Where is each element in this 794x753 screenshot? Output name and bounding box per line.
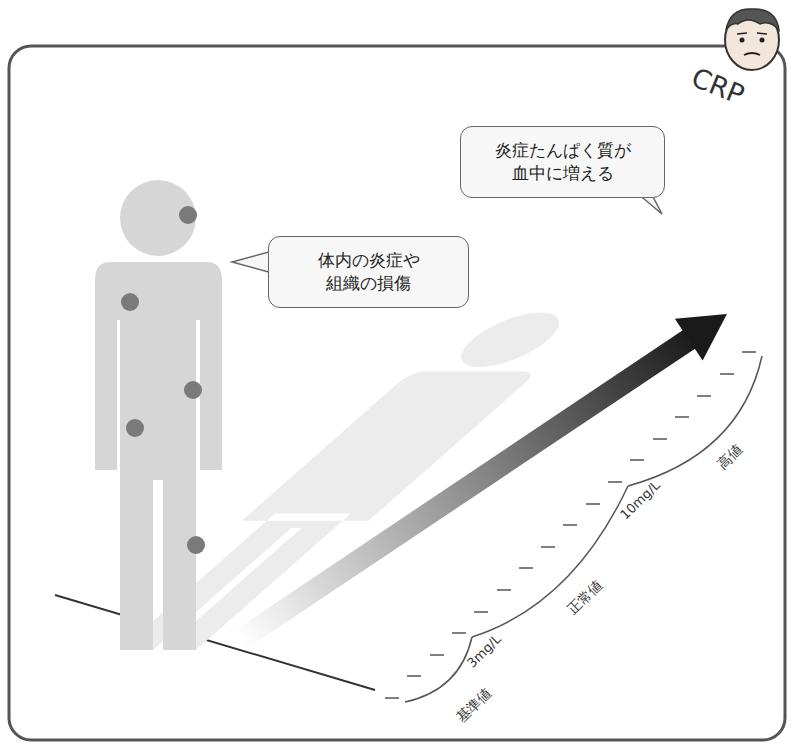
- axis-title: CRP: [687, 62, 749, 111]
- bubble-text-group: 炎症たんぱく質が 血中に増える: [486, 139, 639, 185]
- crp-arrow: [226, 293, 741, 661]
- human-figure: [95, 180, 222, 650]
- inflammation-dots: [121, 206, 205, 554]
- scale-brackets: [405, 356, 762, 702]
- bubble-text-group: 体内の炎症や 組織の損傷: [292, 249, 445, 295]
- speech-bubble: 炎症たんぱく質が 血中に増える: [460, 126, 665, 198]
- scale-ticks: [385, 352, 756, 698]
- threshold-value: 3mg/L: [464, 631, 504, 670]
- range-label: 正常値: [564, 577, 607, 619]
- threshold-value: 10mg/L: [617, 478, 663, 523]
- range-label: 基準値: [453, 685, 496, 727]
- bubble-text: 体内の炎症や 組織の損傷: [292, 249, 445, 295]
- speech-bubble: 体内の炎症や 組織の損傷: [268, 236, 469, 308]
- face-icon: [725, 9, 779, 70]
- frame: [9, 46, 785, 740]
- bubble-text: 炎症たんぱく質が 血中に増える: [486, 139, 639, 185]
- range-label: 高値: [714, 441, 747, 473]
